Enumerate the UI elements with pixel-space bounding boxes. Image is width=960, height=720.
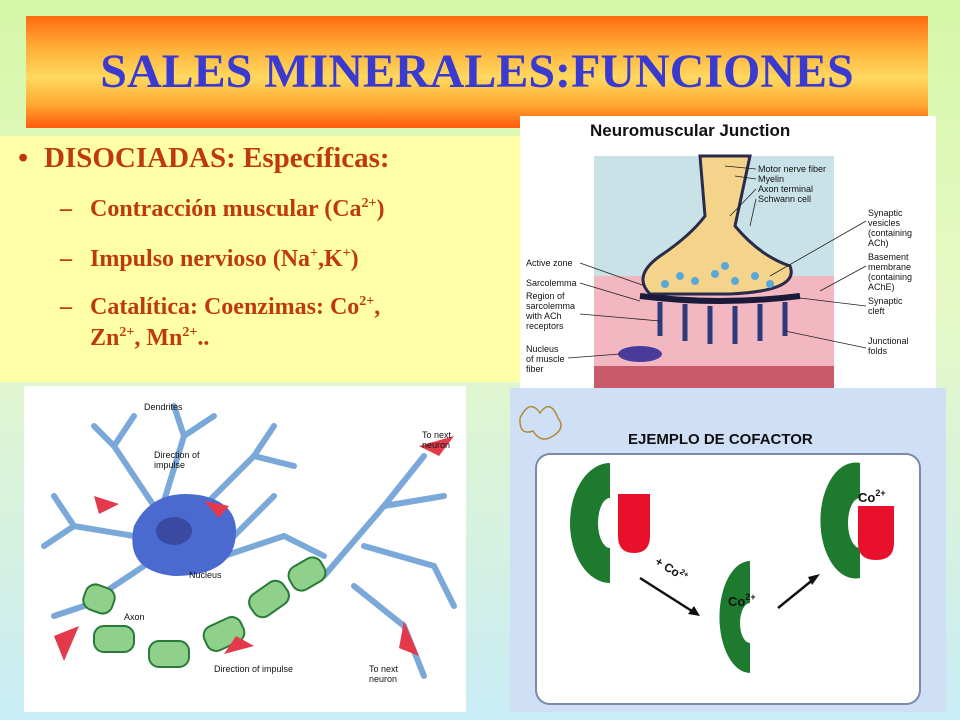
nmj-label: Basement (868, 252, 909, 262)
sub-item-sup: 2+ (359, 294, 375, 309)
neuron-figure: Dendrites Direction of impulse To next n… (24, 386, 466, 712)
bullet-main-text: DISOCIADAS: Específicas: (44, 142, 390, 174)
protein-icon (519, 405, 562, 440)
neuron-label: neuron (422, 440, 450, 450)
impulse-arrows-shape (54, 436, 454, 661)
nmj-label: fiber (526, 364, 544, 374)
nmj-leader-lines (567, 165, 867, 359)
neuron-label: Axon (124, 612, 145, 622)
neuron-label: Direction of (154, 450, 200, 460)
sub-item-mid: , (374, 294, 381, 320)
sub-item-tail: .. (197, 325, 210, 352)
neuron-label: To next (422, 430, 452, 440)
cofactor-figure: EJEMPLO DE COFACTOR Co2+ Co2+ + Co2+ (510, 388, 946, 712)
nmj-label: vesicles (868, 218, 901, 228)
nucleus-shape (618, 346, 662, 362)
sub-item-sup: + (310, 246, 319, 261)
sub-item-sup: + (342, 246, 351, 261)
sub-item-sup: 2+ (119, 325, 135, 341)
nmj-label: Active zone (526, 258, 573, 268)
nmj-label: Region of (526, 291, 565, 301)
dash-icon: – (60, 196, 72, 222)
neuron-label: impulse (154, 460, 185, 470)
sub-item-text: , Mn (134, 325, 183, 352)
nmj-label: Synaptic (868, 296, 903, 306)
synaptic-cleft-shape (639, 293, 801, 304)
dash-icon: – (60, 246, 72, 272)
neuron-label: Dendrites (144, 402, 183, 412)
sub-item-tail: ) (350, 246, 359, 272)
nmj-label: Motor nerve fiber (758, 164, 826, 174)
neuron-label: Direction of impulse (214, 664, 293, 674)
sub-item-tail: ) (376, 196, 385, 222)
substrate-shape (618, 494, 650, 553)
neuron-label: Nucleus (189, 570, 222, 580)
dash-icon: – (60, 294, 72, 320)
arrow-head-icon (808, 574, 820, 585)
nucleus-shape (156, 517, 192, 545)
nmj-title: Neuromuscular Junction (590, 121, 790, 140)
substrate-shape (858, 506, 894, 560)
nmj-label: (containing (868, 228, 912, 238)
nmj-label: Myelin (758, 174, 784, 184)
bullet-main: • DISOCIADAS: Específicas: (18, 142, 390, 175)
arrow-head-icon (688, 606, 700, 616)
nmj-label: AChE) (868, 282, 895, 292)
nmj-label: cleft (868, 306, 885, 316)
sub-item-text: Zn (90, 325, 120, 352)
axon-terminal-shape (641, 154, 793, 296)
nmj-label: Schwann cell (758, 194, 811, 204)
neuromuscular-junction-figure: Neuromuscular Junction Motor nerve fiber… (520, 116, 936, 390)
nmj-label: (containing (868, 272, 912, 282)
dendrites-shape (41, 403, 457, 679)
sub-item-nerve: –Impulso nervioso (Na+,K+) (60, 244, 359, 275)
nmj-label: Synaptic (868, 208, 903, 218)
co-label: Co2+ (728, 592, 756, 609)
text-box (0, 136, 522, 382)
neuron-label: To next (369, 664, 399, 674)
axon-myelin-shape (82, 556, 327, 668)
nmj-label: sarcolemma (526, 301, 575, 311)
enzyme-shape (820, 462, 860, 579)
bullet-icon: • (18, 142, 29, 174)
nmj-label: Sarcolemma (526, 278, 577, 288)
arrow-icon (777, 577, 816, 609)
neuron-label: neuron (369, 674, 397, 684)
nmj-label: receptors (526, 321, 564, 331)
title-bar: SALES MINERALES:FUNCIONES (26, 16, 928, 128)
sub-item-text: Impulso nervioso (Na (90, 246, 311, 272)
nmj-label: Junctional (868, 336, 909, 346)
nmj-label: Axon terminal (758, 184, 813, 194)
sub-item-text: Catalítica: Coenzimas: Co (90, 294, 360, 320)
sub-item-mid: ,K (318, 246, 343, 272)
vesicles-shape (661, 262, 774, 288)
sub-item-catalytic: –Catalítica: Coenzimas: Co2+, Zn2+, Mn2+… (60, 292, 380, 354)
sub-item-muscle: –Contracción muscular (Ca2+) (60, 194, 385, 225)
sub-item-sup: 2+ (361, 196, 377, 211)
cofactor-title: EJEMPLO DE COFACTOR (628, 431, 813, 448)
nmj-label: membrane (868, 262, 911, 272)
sub-item-text: Contracción muscular (Ca (90, 196, 362, 222)
arrow-icon (639, 576, 696, 615)
enzyme-shape (719, 561, 750, 673)
junctional-folds-shape (657, 302, 788, 344)
nmj-label: with ACh (525, 311, 562, 321)
nmj-label: Nucleus (526, 344, 559, 354)
sub-item-sup: 2+ (182, 325, 198, 341)
muscle-band-shape (594, 366, 834, 390)
nmj-label: of muscle (526, 354, 565, 364)
slide-title: SALES MINERALES:FUNCIONES (100, 45, 854, 98)
enzyme-shape (570, 463, 610, 583)
co-label: Co2+ (858, 488, 886, 505)
nmj-label: folds (868, 346, 888, 356)
nmj-label: ACh) (868, 238, 889, 248)
